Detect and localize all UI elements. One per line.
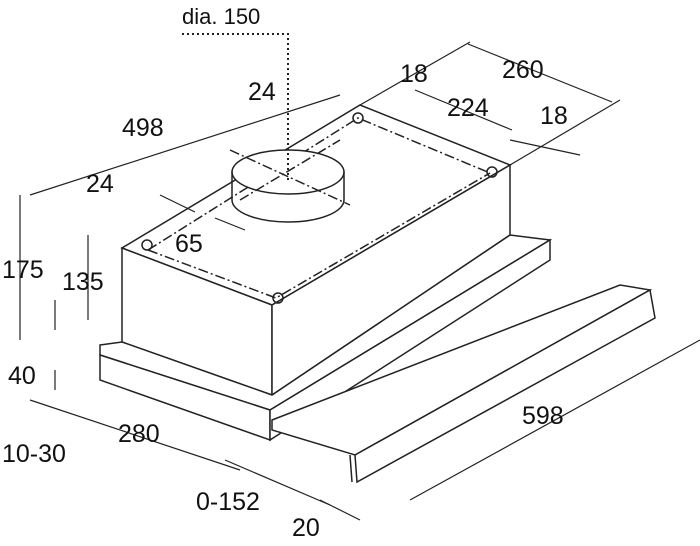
- label-range-10-30: 10-30: [2, 440, 66, 468]
- hood-body: [120, 104, 512, 397]
- label-duct-diameter: dia. 150: [182, 4, 261, 29]
- label-depth-260: 260: [502, 56, 544, 84]
- label-rear-offset: 18: [400, 60, 428, 88]
- label-extension: 0-152: [196, 488, 260, 516]
- label-left-offset: 24: [86, 170, 114, 198]
- label-width-598: 598: [522, 402, 564, 430]
- label-side-offset: 18: [540, 102, 568, 130]
- label-front-20: 20: [292, 514, 320, 542]
- screw-icons: [141, 112, 498, 304]
- label-height-135: 135: [62, 268, 104, 296]
- label-depth-224: 224: [447, 94, 489, 122]
- label-width-498: 498: [122, 114, 164, 142]
- label-height-175: 175: [2, 256, 44, 284]
- label-depth-280: 280: [118, 420, 160, 448]
- duct-collar: [182, 33, 351, 223]
- label-height-40: 40: [8, 362, 36, 390]
- label-duct-offset: 65: [175, 230, 203, 258]
- dimension-lines: [19, 41, 700, 521]
- label-top-offset: 24: [248, 78, 276, 106]
- telescopic-drawer: [99, 234, 656, 484]
